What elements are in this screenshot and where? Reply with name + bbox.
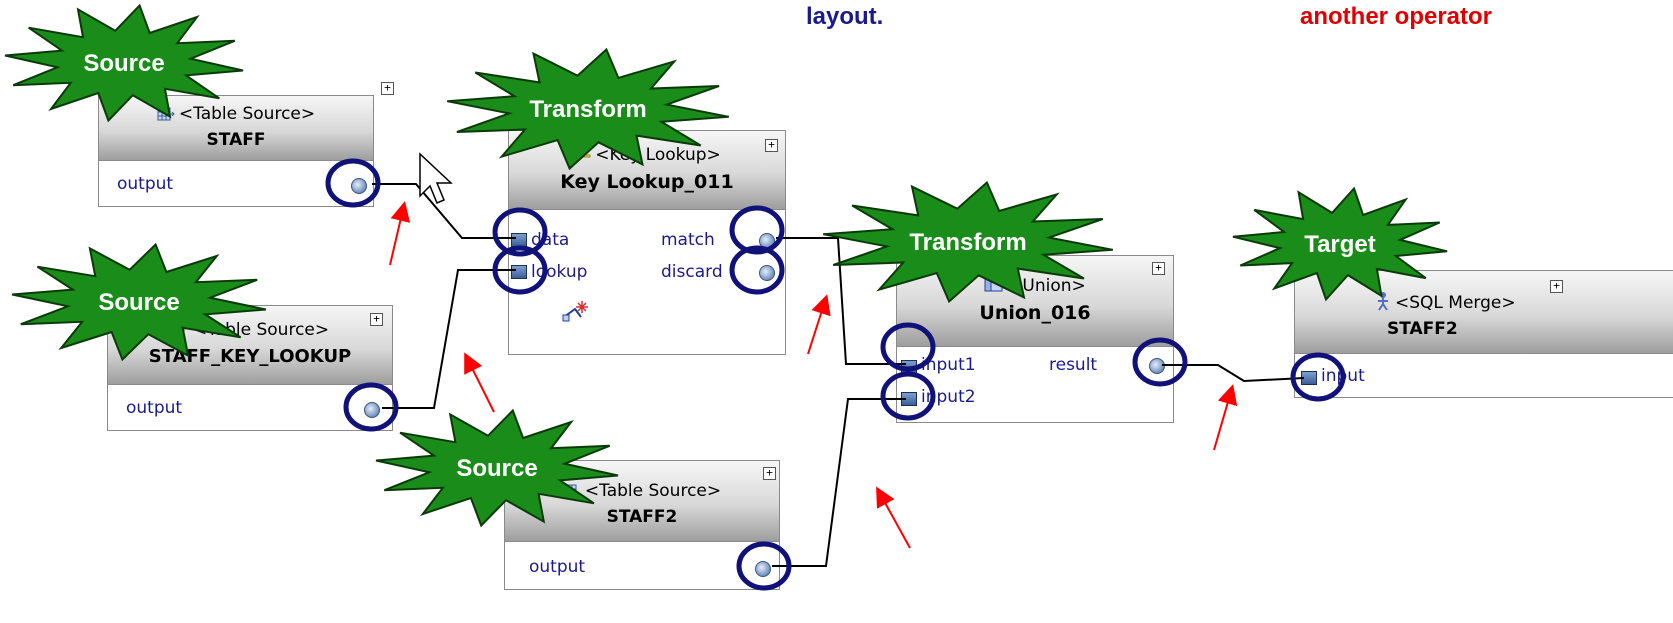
starburst-shape: [447, 47, 729, 171]
caption-another-operator: another operator: [1300, 3, 1493, 30]
operator-kind-label: <Union>: [1008, 276, 1086, 296]
starburst-label: Transform: [529, 96, 646, 123]
highlight-ring: [729, 205, 785, 255]
output-port-label: output: [529, 557, 586, 577]
starburst-shape: [375, 408, 619, 528]
operator-staff2-source[interactable]: <Table Source> STAFF2 output: [504, 460, 780, 590]
connector-match-to-input1: [776, 237, 906, 365]
operator-sql-merge[interactable]: <SQL Merge> STAFF2 input: [1294, 270, 1673, 398]
connector-result-to-input: [1162, 364, 1305, 383]
operator-name: STAFF2: [606, 507, 678, 527]
match-port-label: match: [661, 230, 715, 250]
operator-name: Key Lookup_011: [560, 171, 734, 193]
pointer-arrow: [876, 486, 911, 549]
pointer-arrow: [389, 201, 411, 266]
operator-name: STAFF2: [1387, 319, 1458, 339]
starburst-shape: [1232, 186, 1448, 302]
starburst-label: Source: [98, 289, 179, 316]
pointer-arrow: [1213, 384, 1238, 451]
starburst-label: Source: [456, 455, 537, 482]
output-port-icon[interactable]: [351, 178, 367, 194]
starburst-label: Transform: [909, 229, 1026, 256]
expand-icon[interactable]: +: [1550, 280, 1563, 293]
starburst-shape: [11, 242, 267, 362]
operator-name: STAFF: [206, 130, 266, 150]
operator-kind-label: <Table Source>: [178, 104, 316, 124]
starburst-shape: [4, 3, 244, 123]
connectors: [372, 183, 1305, 567]
output-port-icon[interactable]: [755, 561, 771, 577]
output-port-icon[interactable]: [364, 402, 380, 418]
output-port-label: output: [126, 398, 183, 418]
starburst-label: Source: [83, 50, 164, 77]
starburst-label: Target: [1304, 231, 1376, 258]
highlight-rings: [325, 158, 1346, 591]
pointer-arrow: [464, 352, 495, 413]
operator-name: STAFF_KEY_LOOKUP: [148, 346, 352, 367]
operator-kind: <SQL Merge>: [1375, 291, 1673, 313]
expand-icon[interactable]: +: [765, 139, 778, 152]
highlight-ring: [343, 382, 399, 432]
connector-staffkeylookup-to-lookup: [382, 269, 516, 409]
discard-port-label: discard: [661, 262, 723, 282]
operator-header[interactable]: <Table Source> STAFF: [99, 96, 373, 161]
expand-icon[interactable]: +: [381, 82, 394, 95]
highlight-ring: [492, 207, 548, 257]
operator-kind-label: <Table Source>: [584, 481, 722, 501]
expand-icon[interactable]: +: [763, 467, 776, 480]
mouse-pointer-icon: [419, 152, 453, 204]
operator-name: Union_016: [979, 302, 1091, 324]
lookup-port-icon[interactable]: [511, 265, 527, 279]
pointer-arrows: [389, 201, 1238, 549]
caption-layout: layout.: [806, 3, 884, 30]
output-port-label: output: [117, 174, 174, 194]
highlight-ring: [492, 245, 548, 295]
pointer-arrow: [807, 294, 831, 355]
connector-staff2-to-input2: [772, 398, 906, 567]
starburst-shape: [823, 180, 1113, 304]
operator-header[interactable]: <SQL Merge> STAFF2: [1295, 271, 1673, 354]
highlight-ring: [325, 158, 381, 208]
highlight-ring: [1132, 337, 1188, 387]
expand-icon[interactable]: +: [1152, 262, 1165, 275]
discard-port-icon[interactable]: [759, 265, 775, 281]
highlight-ring: [729, 245, 785, 295]
input1-port-label: input1: [921, 355, 976, 375]
result-port-label: result: [1049, 355, 1098, 375]
operator-header[interactable]: <Table Source> STAFF_KEY_LOOKUP: [108, 306, 392, 385]
highlight-ring: [880, 371, 936, 421]
highlight-ring: [1290, 352, 1346, 402]
connector-staff-to-data: [372, 183, 516, 239]
highlight-ring: [880, 322, 936, 372]
expand-icon[interactable]: +: [370, 313, 383, 326]
operator-kind-label: <SQL Merge>: [1395, 293, 1516, 313]
settings-icon: [562, 301, 588, 322]
highlight-ring: [736, 541, 792, 591]
